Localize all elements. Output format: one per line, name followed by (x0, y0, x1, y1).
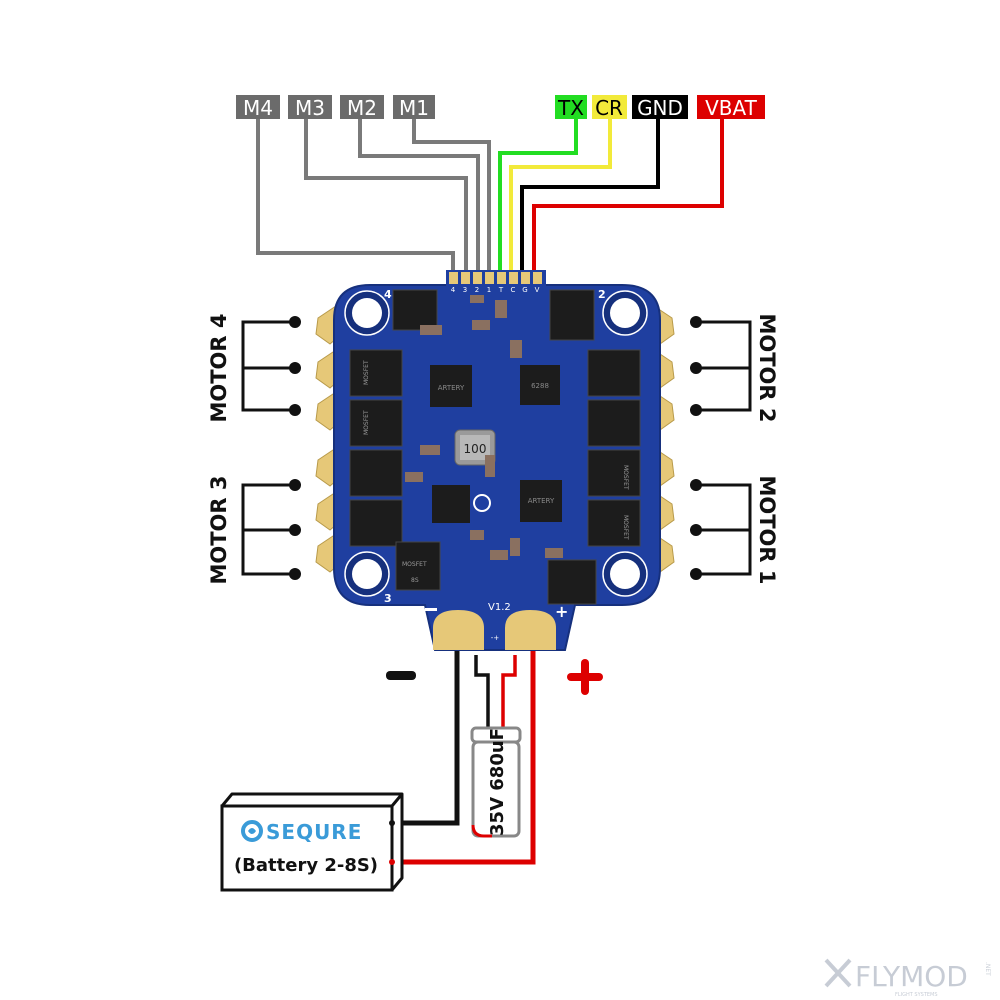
label-m2-text: M2 (347, 96, 377, 120)
label-vbat-text: VBAT (705, 96, 758, 120)
chip-code: 6288 (531, 382, 549, 390)
wire-m2 (358, 118, 480, 272)
wire-battery-negative (400, 645, 460, 826)
corner-number-2: 2 (598, 288, 606, 301)
pin-silk: T (498, 286, 504, 294)
label-tx: TX (555, 95, 587, 120)
plus-symbol (567, 659, 603, 695)
pin-silk: 4 (451, 286, 456, 294)
mcu-chip-1 (430, 365, 472, 407)
sequre-logo-icon (241, 820, 263, 842)
motor2-label: MOTOR 2 (755, 313, 779, 422)
label-vbat: VBAT (697, 95, 765, 120)
wire-m4 (256, 118, 455, 272)
signal-header-pads (449, 272, 542, 284)
mcu-chip-2 (520, 480, 562, 522)
watermark-name: FLYMOD (855, 960, 968, 993)
wire-cap-negative (474, 655, 490, 730)
mosfet-label: MOSFET (402, 561, 427, 568)
capacitor: 35V 680uF (470, 726, 522, 838)
label-tx-text: TX (557, 96, 584, 120)
chip-brand: ARTERY (528, 497, 555, 505)
motor1-label: MOTOR 1 (755, 475, 779, 584)
label-m4-text: M4 (243, 96, 273, 120)
pad-polarity-silk: -+ (491, 634, 500, 642)
label-m1-text: M1 (399, 96, 429, 120)
label-cr-text: CR (595, 96, 623, 120)
motor1-terminals (690, 479, 702, 580)
wire-cap-positive (501, 655, 517, 730)
mosfets (349, 289, 641, 605)
inductor-label: 100 (464, 442, 487, 456)
capacitor-label: 35V 680uF (487, 728, 508, 836)
driver-chip-2 (432, 485, 470, 523)
driver-chip-1 (520, 365, 560, 405)
power-pad-negative (433, 610, 484, 650)
watermark: FLYMOD FLIGHT SYSTEMS .NET (824, 958, 991, 998)
motor3-label: MOTOR 3 (207, 475, 231, 584)
battery-brand: SEQURE (266, 820, 362, 844)
board-logo-icon (473, 494, 491, 512)
motor4-bracket (241, 320, 295, 412)
watermark-suffix: .NET (984, 962, 991, 976)
pin-silk: C (511, 286, 516, 294)
flymod-propeller-icon (824, 958, 852, 988)
board-plus-silk: + (555, 602, 568, 621)
motor3-bracket (241, 483, 295, 576)
mosfet-label: MOSFET (363, 360, 370, 385)
wire-vbat (532, 118, 724, 272)
pin-silk: 2 (475, 286, 479, 294)
mounting-holes (344, 290, 648, 597)
wire-battery-positive (400, 645, 536, 865)
label-cr: CR (592, 95, 627, 120)
wire-m1 (412, 118, 491, 272)
pin-silk: V (535, 286, 540, 294)
wire-m3 (304, 118, 468, 272)
motor1-bracket (696, 483, 752, 576)
motor2-bracket (696, 320, 752, 412)
minus-symbol (386, 671, 416, 680)
esc-board: 4 3 2 1 T C G V 4 2 3 (315, 270, 675, 651)
board-version: V1.2 (488, 602, 511, 613)
label-m1: M1 (393, 95, 435, 120)
pin-silk: 3 (463, 286, 467, 294)
label-m3-text: M3 (295, 96, 325, 120)
label-gnd: GND (632, 95, 688, 120)
motor4-terminals (289, 316, 301, 416)
mosfet-label: MOSFET (622, 465, 629, 490)
label-m3: M3 (288, 95, 332, 120)
mosfet-label: MOSFET (622, 515, 629, 540)
passive-components (405, 295, 563, 560)
pin-silk: G (522, 286, 527, 294)
chip-brand: ARTERY (438, 384, 465, 392)
pin-silk: 1 (487, 286, 491, 294)
label-m2: M2 (340, 95, 384, 120)
battery: SEQURE (Battery 2-8S) (220, 792, 404, 892)
battery-label: (Battery 2-8S) (234, 855, 378, 876)
signal-wires (256, 118, 724, 272)
corner-number-4: 4 (384, 288, 392, 301)
board-minus-silk (425, 608, 437, 611)
motor3-terminals (289, 479, 301, 580)
label-m4: M4 (236, 95, 280, 120)
label-gnd-text: GND (637, 96, 683, 120)
wire-gnd (520, 118, 660, 272)
watermark-tagline: FLIGHT SYSTEMS (895, 992, 938, 998)
mosfet-voltage: 8S (411, 577, 419, 584)
pin-silk-labels: 4 3 2 1 T C G V (451, 286, 540, 294)
power-wires (400, 645, 536, 865)
wire-tx (498, 118, 578, 272)
mosfet-labels: MOSFET MOSFET MOSFET MOSFET MOSFET 8S (363, 360, 629, 584)
power-pad-positive (505, 610, 556, 650)
wire-cr (509, 118, 612, 272)
corner-number-3: 3 (384, 592, 392, 605)
mosfet-label: MOSFET (363, 410, 370, 435)
motor2-terminals (690, 316, 702, 416)
motor4-label: MOTOR 4 (207, 313, 231, 422)
